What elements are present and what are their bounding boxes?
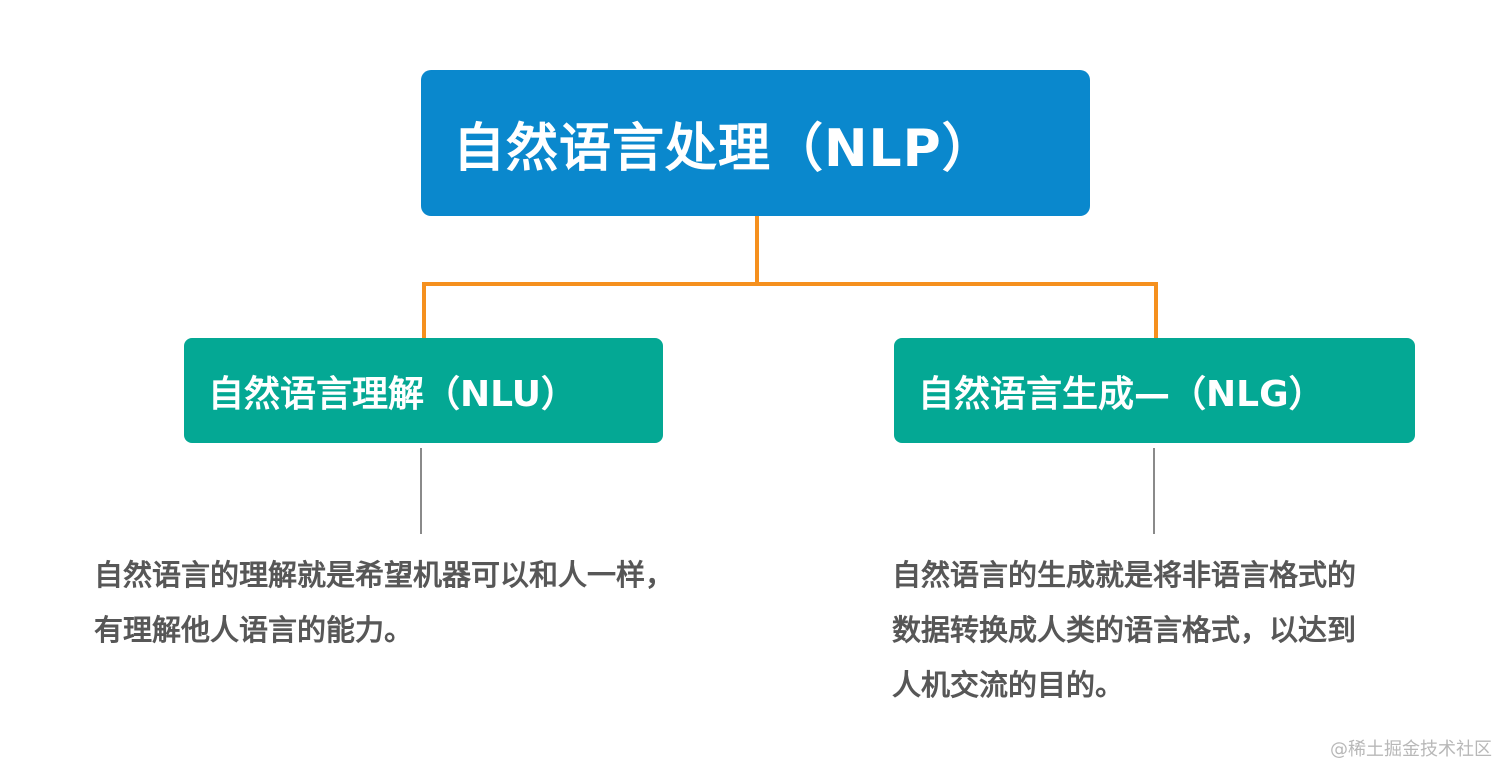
root-to-children-connector <box>422 216 759 338</box>
nlp-root-node: 自然语言处理（NLP） <box>421 70 1090 216</box>
watermark: @稀土掘金技术社区 <box>1330 739 1492 760</box>
nlg-description: 自然语言的生成就是将非语言格式的 数据转换成人类的语言格式，以达到 人机交流的目… <box>892 548 1432 713</box>
nlg-description-line: 自然语言的生成就是将非语言格式的 <box>892 558 1357 592</box>
nlu-description-line: 自然语言的理解就是希望机器可以和人一样， <box>94 558 675 592</box>
nlu-description-line: 有理解他人语言的能力。 <box>94 613 414 647</box>
nlp-root-label: 自然语言处理（NLP） <box>453 118 995 179</box>
nlu-node: 自然语言理解（NLU） <box>184 338 663 443</box>
nlg-description-line: 人机交流的目的。 <box>892 668 1125 702</box>
nlu-description: 自然语言的理解就是希望机器可以和人一样， 有理解他人语言的能力。 <box>94 548 774 658</box>
root-to-right-connector <box>757 282 1158 338</box>
nlg-label: 自然语言生成—（NLG） <box>918 373 1325 415</box>
nlu-label: 自然语言理解（NLU） <box>208 373 578 415</box>
nlg-node: 自然语言生成—（NLG） <box>894 338 1415 443</box>
nlg-description-line: 数据转换成人类的语言格式，以达到 <box>892 613 1357 647</box>
